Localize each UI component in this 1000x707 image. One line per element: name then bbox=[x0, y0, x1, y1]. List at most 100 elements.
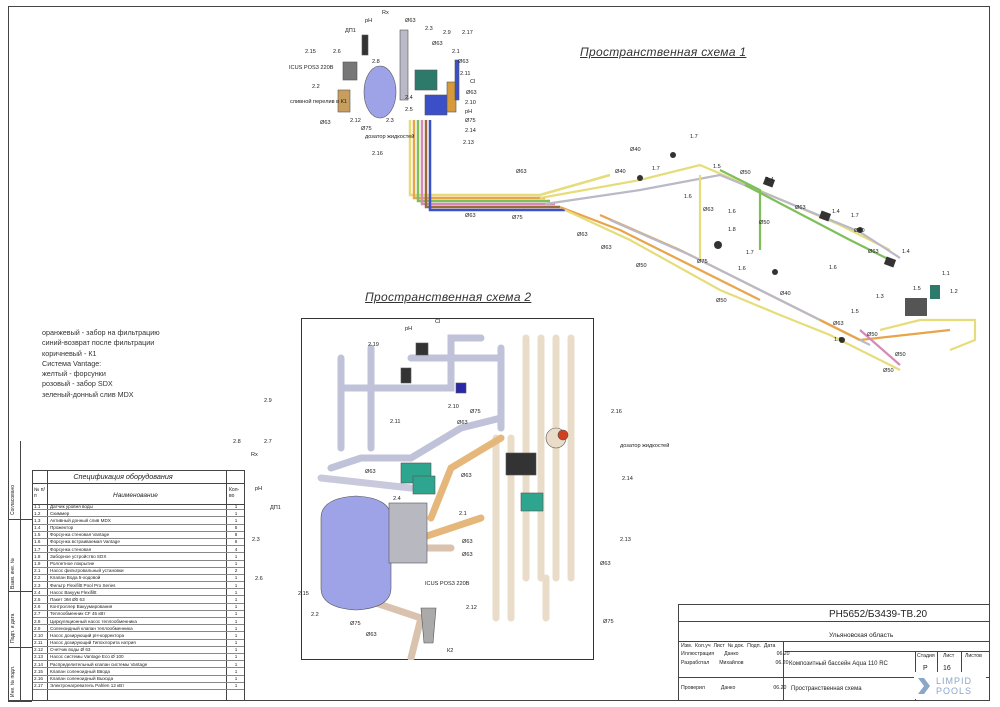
s1-l18: 1.8 bbox=[728, 227, 736, 233]
legend-line: зеленый-донный слив MDX bbox=[42, 389, 134, 399]
s1-l14a: 1.4 bbox=[766, 177, 774, 183]
s1-ph-label: pH bbox=[365, 18, 373, 24]
scheme2-frame bbox=[301, 318, 594, 660]
s2-d75: Ø75 bbox=[350, 621, 361, 627]
sheet-header: Лист bbox=[943, 653, 955, 659]
spec-no: 2.15 bbox=[34, 668, 43, 674]
s2-dosing: дозатор жидкостей bbox=[620, 443, 670, 449]
s1-l210: 2.10 bbox=[465, 100, 476, 106]
s1-d50-d: Ø50 bbox=[716, 298, 727, 304]
s1-l214: 2.14 bbox=[465, 128, 476, 134]
spec-qty: 1 bbox=[234, 604, 238, 610]
s2-l29: 2.9 bbox=[264, 398, 272, 404]
s1-l215: 2.15 bbox=[305, 49, 316, 55]
s1-d75-b: Ø75 bbox=[361, 126, 372, 132]
legend-line: коричневый - К1 bbox=[42, 348, 97, 358]
spec-name: Пакет ЭМ Ø0 63 bbox=[50, 596, 85, 602]
s1-icus: ICUS POS3 220B bbox=[289, 65, 334, 71]
spec-no: 2.11 bbox=[34, 640, 43, 646]
s2-l27: 2.7 bbox=[264, 439, 272, 445]
spec-title: Спецификация оборудования bbox=[73, 472, 173, 481]
s1-d63-f: Ø63 bbox=[516, 169, 527, 175]
spec-qty: 1 bbox=[234, 575, 238, 581]
spec-name: Насос системы Vantage Eco Ø 100 bbox=[50, 654, 124, 660]
s1-l15c: 1.5 bbox=[851, 309, 859, 315]
pool-fixtures bbox=[637, 152, 940, 343]
limpid-pools-logo: LIMPID POOLS bbox=[914, 672, 986, 699]
spec-name: Форсунка встраиваемая Vantage bbox=[50, 539, 120, 545]
s1-dosing: дозатор жидкостей bbox=[365, 134, 415, 140]
s1-d50-g: Ø50 bbox=[883, 368, 894, 374]
spec-qty: 1 bbox=[234, 618, 238, 624]
logo-line1: LIMPID bbox=[936, 676, 973, 686]
tb-person: Данко bbox=[724, 651, 739, 657]
scheme2-title: Пространственная схема 2 bbox=[365, 290, 532, 304]
spec-name: Распределительный клапан системы Vantage bbox=[50, 661, 148, 667]
s1-l16c: 1.6 bbox=[738, 266, 746, 272]
spec-qty: 1 bbox=[234, 503, 238, 509]
s2-l23: 2.3 bbox=[252, 537, 260, 543]
tb-date: 06.20 bbox=[775, 660, 789, 666]
s1-l11: 1.1 bbox=[942, 271, 950, 277]
project-name: Композитный бассейн Aqua 110 RC bbox=[789, 661, 888, 667]
s1-overflow: сливной перелив в К1 bbox=[290, 99, 348, 105]
spec-name: Скиммер bbox=[50, 510, 70, 516]
spec-header: № п/п Наименование Кол-во bbox=[33, 483, 244, 505]
s1-l12: 1.2 bbox=[950, 289, 958, 295]
spec-qty: 1 bbox=[234, 683, 238, 689]
sheet-name: Пространственная схема bbox=[791, 686, 862, 692]
spec-name: Форсунка стеновая bbox=[50, 546, 92, 552]
spec-head-qty: Кол-во bbox=[229, 487, 240, 499]
s2-rx: Rx bbox=[251, 452, 258, 458]
strip-inv-orig: Инв. № подл. bbox=[10, 665, 16, 697]
spec-name: Форсунка стеновая Vantage bbox=[50, 532, 110, 538]
spec-name: Активный донный слив MDX bbox=[50, 517, 111, 523]
s1-l17d: 1.7 bbox=[746, 250, 754, 256]
s1-l211: 2.11 bbox=[460, 71, 471, 77]
tb-date: 06.20 bbox=[773, 685, 787, 691]
scheme1-title: Пространственная схема 1 bbox=[580, 45, 747, 59]
spec-no: 1.9 bbox=[34, 561, 41, 566]
spec-name: Насос дозирующий Гипохлорита натрия bbox=[50, 640, 136, 646]
spec-name: Клапан соленоидный Выхода bbox=[50, 676, 114, 681]
s2-l210: 2.10 bbox=[448, 404, 459, 410]
spec-qty: 1 bbox=[234, 676, 238, 681]
spec-no: 2.9 bbox=[34, 625, 41, 631]
spec-no: 2.6 bbox=[34, 604, 41, 610]
logo-mark-icon bbox=[918, 678, 930, 694]
spec-qty: 1 bbox=[234, 596, 238, 602]
s1-l29: 2.9 bbox=[443, 30, 451, 36]
s1-d63-e: Ø63 bbox=[320, 120, 331, 126]
s1-d50-b: Ø50 bbox=[740, 170, 751, 176]
s2-l211: 2.11 bbox=[390, 419, 401, 425]
legend-line: желтый - форсунки bbox=[42, 369, 106, 379]
spec-no: 1.2 bbox=[34, 510, 41, 516]
spec-no: 2.1 bbox=[34, 568, 41, 574]
s2-d75-b: Ø75 bbox=[470, 409, 481, 415]
spec-no: 2.16 bbox=[34, 676, 43, 681]
s1-d63-a: Ø63 bbox=[405, 18, 416, 24]
region: Ульяновская область bbox=[829, 632, 894, 639]
legend-line: синий-возврат после фильтрации bbox=[42, 338, 155, 348]
spec-row: 2.16 Клапан соленоидный Выхода 1 bbox=[33, 676, 244, 683]
s1-d63-m: Ø63 bbox=[833, 321, 844, 327]
spec-name: Насос фильтровальный установки bbox=[50, 568, 124, 574]
spec-qty: 1 bbox=[234, 510, 238, 516]
s1-d63-b: Ø63 bbox=[432, 41, 443, 47]
s1-ph-b: pH bbox=[465, 109, 473, 115]
s1-d40-b: Ø40 bbox=[630, 147, 641, 153]
pool-pipe-network bbox=[539, 163, 977, 371]
